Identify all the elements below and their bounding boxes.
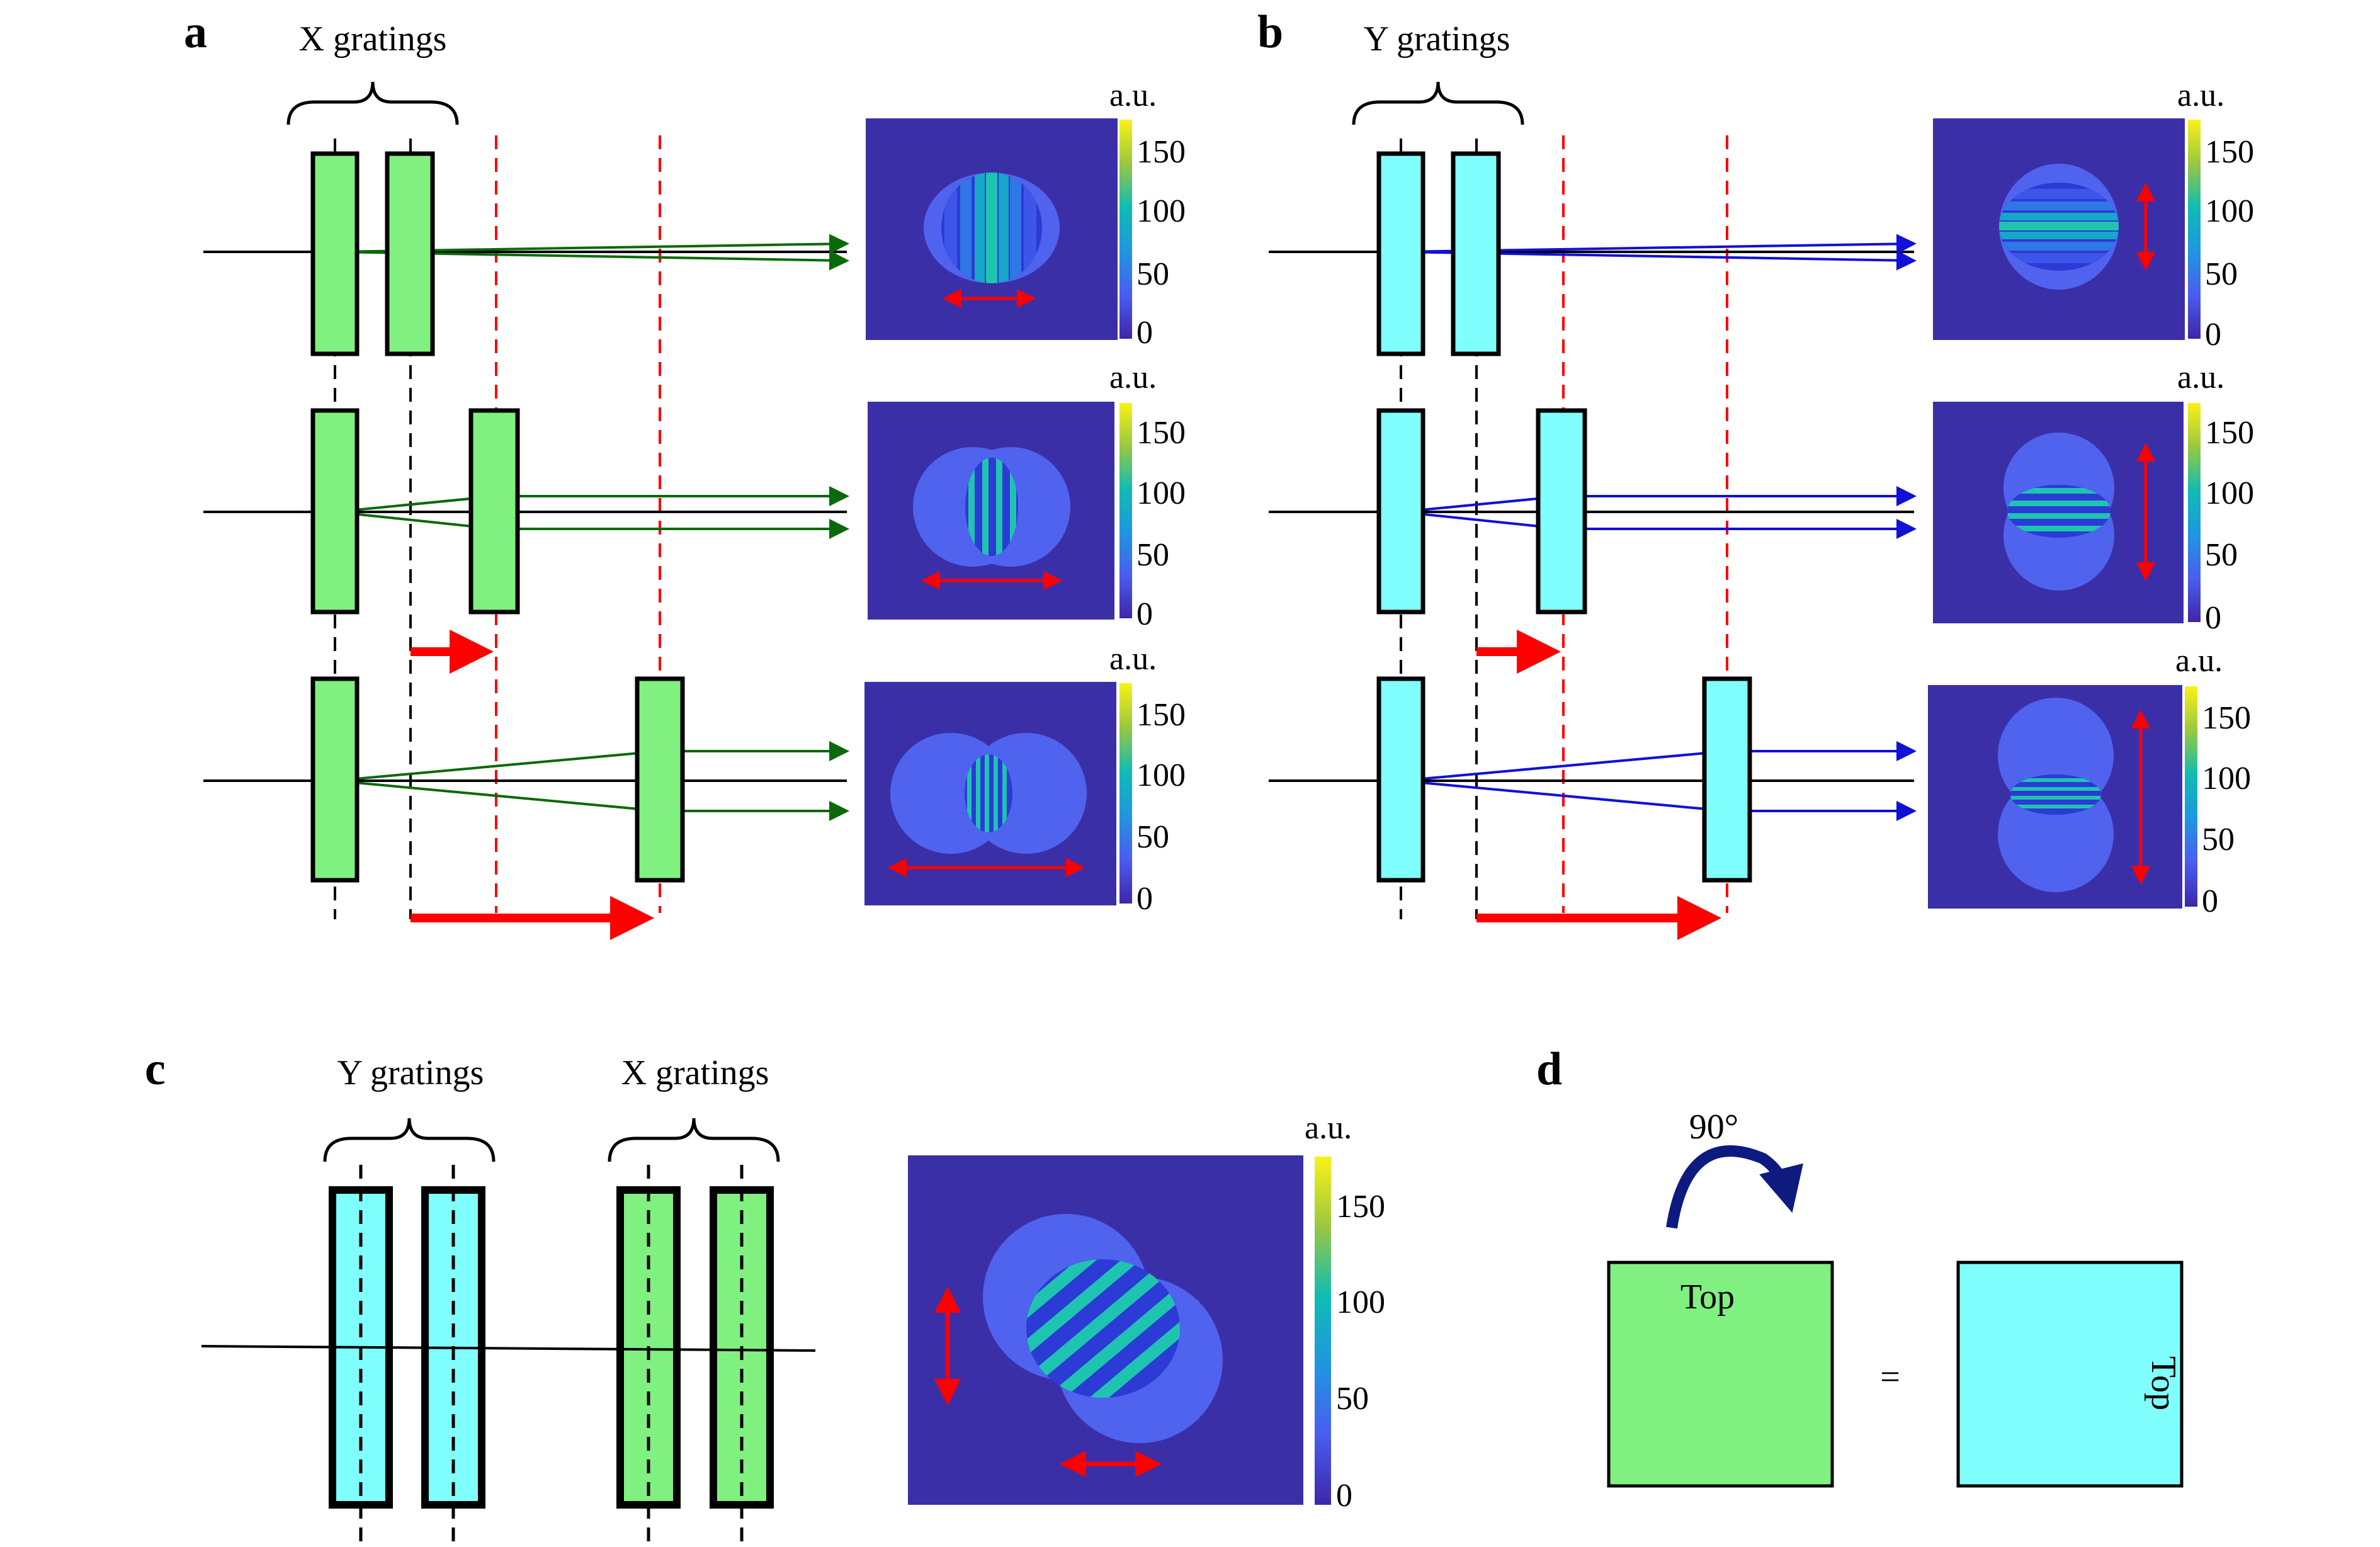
ray bbox=[334, 779, 660, 812]
brace-b bbox=[1352, 81, 1524, 125]
ray bbox=[1400, 779, 1728, 812]
colorbar-tick: 100 bbox=[1336, 1284, 1385, 1320]
brace-c-left bbox=[323, 1118, 496, 1162]
colorbar-c: a.u. 150 100 50 0 bbox=[1305, 1110, 1385, 1514]
colorbar-tick: 100 bbox=[1136, 475, 1186, 511]
colorbar-tick: 0 bbox=[2205, 600, 2221, 636]
interferogram-b1 bbox=[1933, 118, 2185, 340]
colorbar-a3: a.u. 150 100 50 0 bbox=[1109, 641, 1186, 917]
colorbar-tick: 150 bbox=[2202, 700, 2251, 736]
colorbar-b2: a.u. 150 100 50 0 bbox=[2177, 360, 2254, 636]
interferogram-a1 bbox=[866, 118, 1118, 340]
y-grating-square bbox=[1956, 1261, 2184, 1488]
colorbar-tick: 50 bbox=[1136, 819, 1169, 855]
colorbar-tick: 50 bbox=[1136, 537, 1169, 573]
x-gratings-title: X gratings bbox=[621, 1053, 769, 1092]
x-grating bbox=[635, 676, 685, 883]
colorbar-b1: a.u. 150 100 50 0 bbox=[2177, 77, 2254, 353]
interferogram-b2 bbox=[1933, 402, 2184, 623]
x-grating bbox=[310, 676, 360, 883]
rotation-angle: 90° bbox=[1689, 1108, 1738, 1147]
colorbar-tick: 0 bbox=[1136, 881, 1153, 917]
colorbar-a2: a.u. 150 100 50 0 bbox=[1109, 360, 1186, 632]
x-grating bbox=[468, 408, 520, 615]
equals-sign: = bbox=[1880, 1357, 1900, 1397]
brace-c-right bbox=[608, 1118, 780, 1162]
colorbar-unit: a.u. bbox=[2177, 360, 2224, 395]
colorbar-tick: 150 bbox=[1136, 134, 1186, 170]
colorbar-tick: 100 bbox=[2205, 475, 2254, 511]
colorbar-unit: a.u. bbox=[1305, 1110, 1352, 1146]
colorbar-unit: a.u. bbox=[2175, 643, 2223, 679]
colorbar-tick: 150 bbox=[2205, 134, 2254, 170]
colorbar-unit: a.u. bbox=[2177, 77, 2224, 113]
colorbar-tick: 0 bbox=[1336, 1478, 1352, 1514]
x-gratings-title: X gratings bbox=[299, 20, 447, 59]
y-gratings-title: Y gratings bbox=[337, 1053, 484, 1092]
rotate-arrow-icon bbox=[1666, 1145, 1803, 1229]
colorbar-tick: 100 bbox=[1136, 757, 1186, 793]
colorbar-unit: a.u. bbox=[1109, 360, 1157, 395]
panel-label-d: d bbox=[1536, 1043, 1562, 1095]
colorbar-tick: 0 bbox=[2202, 883, 2218, 919]
y-grating bbox=[1702, 676, 1752, 883]
interferogram-b3 bbox=[1928, 685, 2182, 909]
panel-b: b Y gratings bbox=[1257, 6, 2254, 940]
x-grating bbox=[385, 151, 435, 356]
y-grating bbox=[1376, 151, 1425, 356]
x-grating bbox=[310, 408, 360, 615]
colorbar-unit: a.u. bbox=[1109, 641, 1157, 677]
top-label-rotated: Top bbox=[2144, 1356, 2183, 1410]
colorbar-tick: 0 bbox=[1136, 596, 1153, 632]
colorbar-tick: 100 bbox=[2205, 193, 2254, 229]
ray bbox=[1400, 750, 1728, 782]
panel-d: d 90° Top = Top bbox=[1536, 1043, 2184, 1488]
panel-label-c: c bbox=[145, 1043, 166, 1095]
panel-label-a: a bbox=[184, 6, 207, 58]
interferogram-c bbox=[908, 1155, 1303, 1505]
x-grating-square bbox=[1607, 1261, 1834, 1488]
colorbar-unit: a.u. bbox=[1109, 77, 1157, 113]
y-grating bbox=[1376, 408, 1425, 615]
top-label: Top bbox=[1680, 1278, 1735, 1317]
colorbar-tick: 0 bbox=[1136, 315, 1153, 351]
colorbar-tick: 100 bbox=[1136, 193, 1186, 229]
colorbar-tick: 150 bbox=[1136, 697, 1186, 733]
panel-c: c Y gratings X gratings bbox=[145, 1043, 1385, 1547]
y-grating bbox=[1536, 408, 1587, 615]
colorbar-tick: 100 bbox=[2202, 761, 2251, 796]
interferogram-a2 bbox=[868, 402, 1114, 620]
panel-a: a X gratings bbox=[184, 6, 1186, 940]
colorbar-tick: 150 bbox=[2205, 415, 2254, 451]
colorbar-tick: 50 bbox=[1336, 1381, 1369, 1417]
colorbar-tick: 50 bbox=[1136, 256, 1169, 292]
colorbar-tick: 0 bbox=[2205, 317, 2221, 353]
colorbar-b3: a.u. 150 100 50 0 bbox=[2175, 643, 2251, 919]
x-grating bbox=[310, 151, 360, 356]
y-gratings-title: Y gratings bbox=[1364, 20, 1510, 59]
optical-axis bbox=[201, 1345, 816, 1352]
panel-label-b: b bbox=[1257, 6, 1283, 58]
y-grating bbox=[1451, 151, 1501, 356]
ray bbox=[334, 750, 660, 782]
colorbar-tick: 50 bbox=[2205, 256, 2238, 292]
y-grating bbox=[1376, 676, 1425, 883]
colorbar-tick: 50 bbox=[2205, 537, 2238, 573]
colorbar-tick: 150 bbox=[1136, 415, 1186, 451]
colorbar-tick: 150 bbox=[1336, 1189, 1385, 1225]
interferogram-a3 bbox=[864, 682, 1116, 905]
brace-a bbox=[286, 81, 459, 125]
colorbar-a1: a.u. 150 100 50 0 bbox=[1109, 77, 1186, 351]
colorbar-tick: 50 bbox=[2202, 822, 2235, 858]
